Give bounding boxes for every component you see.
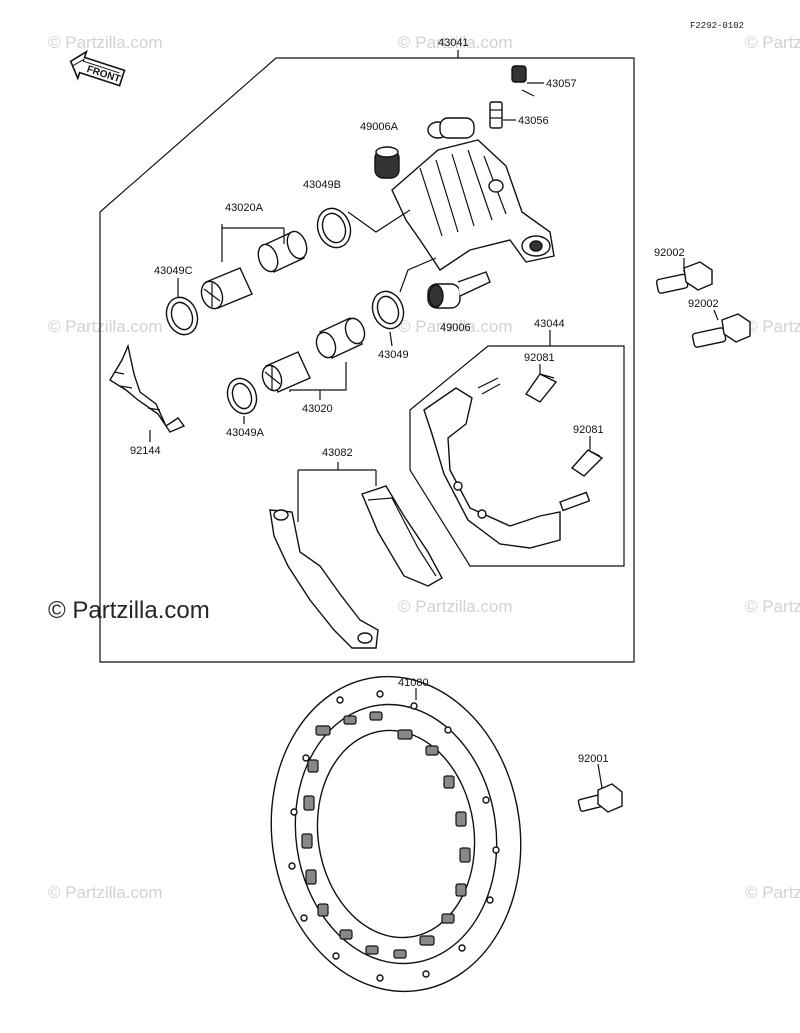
part-label-43057: 43057	[546, 78, 577, 90]
piston-insulator-upper	[200, 267, 253, 310]
caliper-bracket	[423, 377, 591, 549]
bracket-boundary	[409, 345, 625, 567]
watermark-text: © Partzilla.com	[745, 317, 800, 336]
part-label-43049A: 43049A	[226, 427, 265, 439]
leader-line	[297, 462, 377, 522]
watermark-text: © Partzilla.com	[745, 33, 800, 52]
part-label-43020A: 43020A	[225, 202, 264, 214]
leader-line	[713, 309, 719, 321]
part-label-92002: 92002	[688, 298, 719, 310]
part-label-92001: 92001	[578, 753, 609, 765]
part-labels: 43041 43057 43056 49006A 43049B 43020A 4…	[130, 37, 719, 765]
bracket-pin-lower	[570, 449, 604, 477]
piston-upper	[257, 230, 308, 273]
bleeder-cap	[511, 65, 535, 97]
part-label-41080: 41080	[398, 677, 429, 689]
leader-line	[597, 763, 603, 789]
piston-lower	[315, 317, 366, 359]
part-label-49006A: 49006A	[360, 121, 399, 133]
part-label-92081: 92081	[573, 424, 604, 436]
brake-pad-left	[269, 509, 379, 649]
slide-pin-lower	[427, 271, 491, 309]
dust-seal-a	[226, 377, 258, 415]
watermark-text: © Partzilla.com	[398, 33, 513, 52]
part-label-43020: 43020	[302, 403, 333, 415]
watermark-text: © Partzilla.com	[745, 597, 800, 616]
leader-line	[347, 209, 411, 233]
part-label-43049: 43049	[378, 349, 409, 361]
part-label-49006: 49006	[440, 322, 471, 334]
part-label-43049C: 43049C	[154, 265, 193, 277]
anti-rattle-spring	[109, 343, 186, 433]
caliper-assembly-boundary	[99, 57, 635, 663]
pin-boot-upper	[374, 146, 400, 179]
part-label-92144: 92144	[130, 445, 161, 457]
leader-line	[289, 362, 347, 392]
watermark-text: © Partzilla.com	[48, 317, 163, 336]
piston-seal-b	[316, 207, 352, 249]
leader-line	[399, 257, 437, 293]
part-label-92081: 92081	[524, 352, 555, 364]
brake-pad-right	[361, 485, 443, 587]
part-label-43056: 43056	[518, 115, 549, 127]
part-label-43044: 43044	[534, 318, 565, 330]
part-label-92002: 92002	[654, 247, 685, 259]
watermark-text: © Partzilla.com	[745, 883, 800, 902]
piston-insulator-lower	[261, 351, 311, 393]
part-label-43049B: 43049B	[303, 179, 341, 191]
watermark-text: © Partzilla.com	[398, 317, 513, 336]
watermark-text: © Partzilla.com	[48, 33, 163, 52]
piston-seal	[371, 290, 405, 330]
front-arrow-icon: FRONT	[69, 49, 126, 87]
watermark-text: © Partzilla.com	[48, 883, 163, 902]
watermark-text: © Partzilla.com	[398, 597, 513, 616]
caliper-body	[391, 117, 555, 271]
part-label-43082: 43082	[322, 447, 353, 459]
brake-disc	[270, 675, 522, 993]
diagram-code: F2292-0102	[690, 21, 744, 31]
watermark-main: © Partzilla.com	[48, 597, 210, 624]
bleeder-valve	[489, 101, 503, 129]
mounting-bolt-lower	[691, 313, 751, 348]
bracket-pin-upper	[524, 373, 558, 403]
disc-bolt	[577, 783, 623, 813]
dust-seal-c	[165, 296, 199, 336]
mounting-bolt-upper	[655, 261, 713, 294]
leader-line	[389, 331, 393, 347]
part-label-43041: 43041	[438, 37, 469, 49]
disc-holes	[288, 690, 500, 982]
leader-line	[221, 224, 285, 262]
